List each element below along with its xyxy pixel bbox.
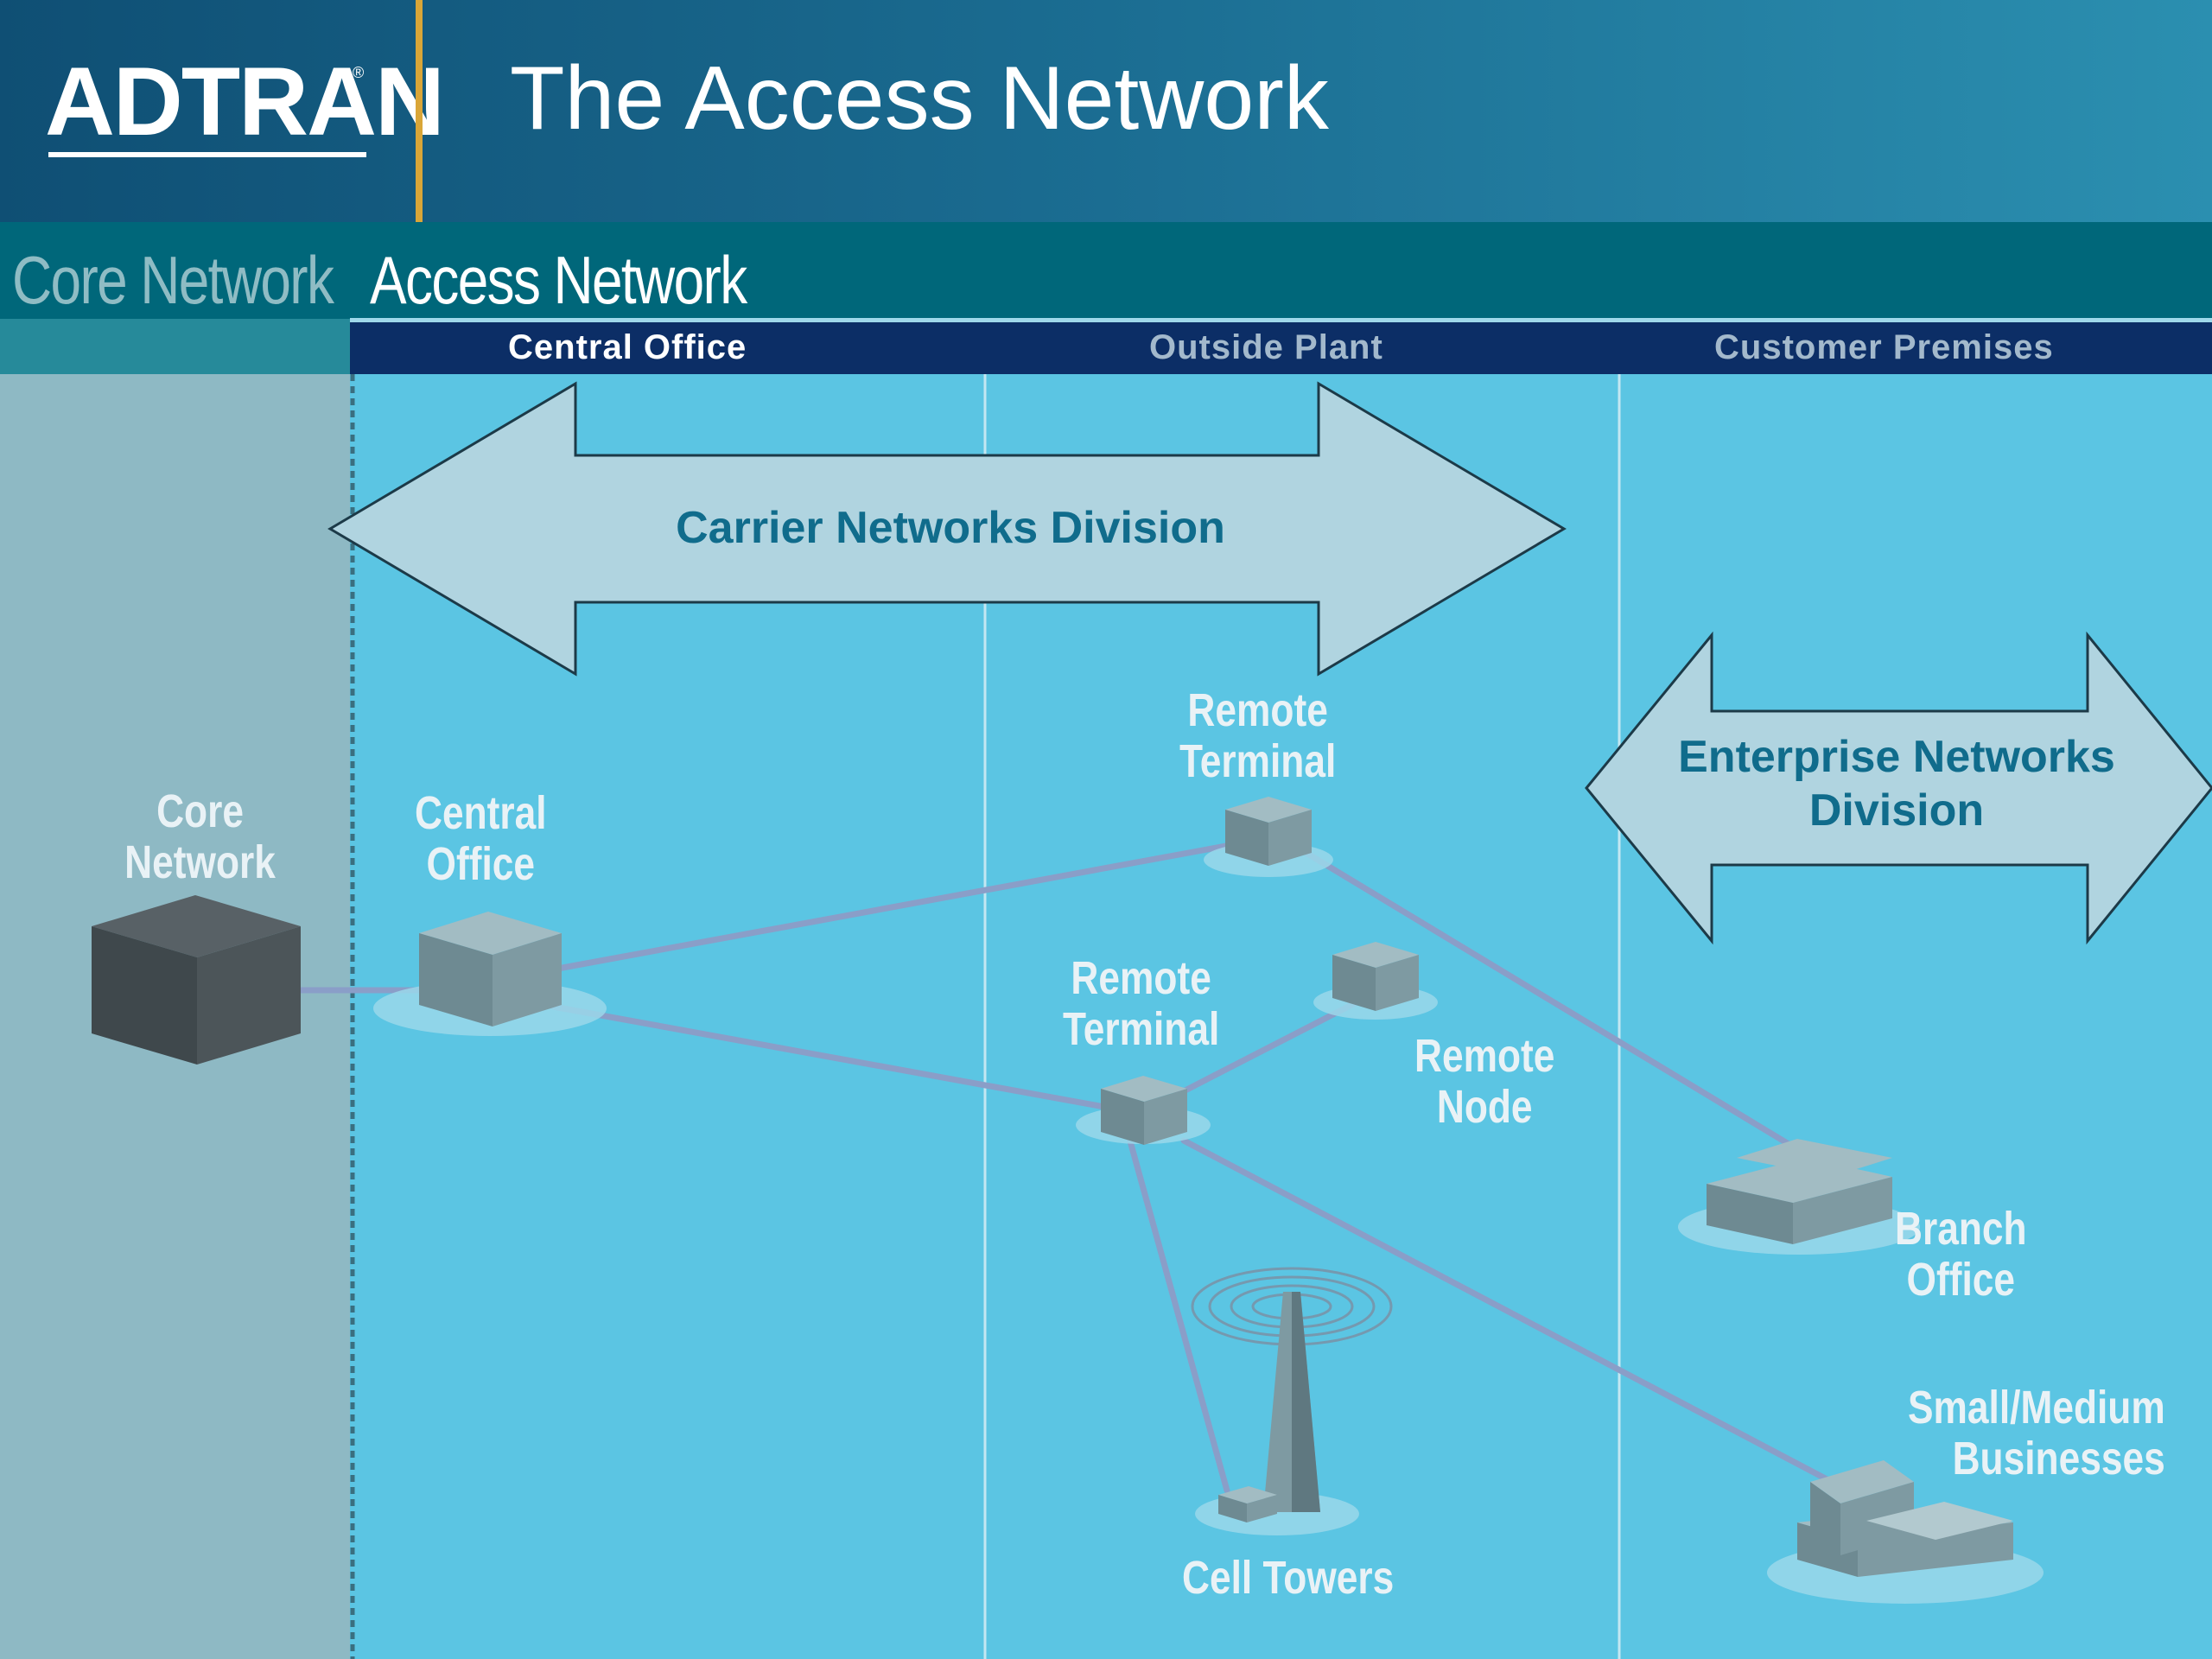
band-underline <box>350 318 2212 322</box>
core-zone-bar <box>0 319 350 374</box>
link-rt-mid-cell <box>1124 1128 1230 1494</box>
smb-buildings <box>1797 1460 2013 1577</box>
link-rt-mid-rn <box>1172 999 1360 1099</box>
label-central-office-line2: Office <box>426 838 536 891</box>
logo-underline <box>48 152 366 157</box>
label-remote-terminal-top: Remote Terminal <box>1179 684 1337 788</box>
enterprise-label-line1: Enterprise Networks <box>1678 732 2115 782</box>
carrier-networks-division-label: Carrier Networks Division <box>676 503 1225 553</box>
remote-terminal-mid-cube <box>1101 1076 1187 1145</box>
header-divider <box>416 0 423 222</box>
zone-header-bar <box>350 322 2212 374</box>
label-remote-terminal-mid: Remote Terminal <box>1063 952 1220 1056</box>
label-core-network-line2: Network <box>124 836 276 889</box>
label-cell-towers: Cell Towers <box>1182 1552 1395 1604</box>
label-remote-node: Remote Node <box>1414 1030 1555 1134</box>
adtran-logo: ADTRAN <box>45 48 445 156</box>
label-branch-office: Branch Office <box>1895 1203 2027 1306</box>
label-central-office: Central Office <box>415 787 547 891</box>
label-branch-office-line1: Branch <box>1895 1203 2027 1255</box>
label-remote-node-line1: Remote <box>1414 1030 1555 1082</box>
header-bar <box>0 0 2212 222</box>
label-branch-office-line2: Office <box>1906 1254 2016 1306</box>
label-smb-line2: Businesses <box>1952 1433 2165 1485</box>
enterprise-label-line2: Division <box>1808 785 1985 836</box>
label-cell-towers-line1: Cell Towers <box>1182 1552 1395 1604</box>
zone-central-office: Central Office <box>508 328 747 366</box>
label-rt-mid-line1: Remote <box>1071 952 1211 1004</box>
label-core-network-line1: Core <box>156 785 244 837</box>
enterprise-networks-division-label: Enterprise Networks Division <box>1633 730 2160 838</box>
label-smb: Small/Medium Businesses <box>1908 1382 2165 1485</box>
link-rt-top-branch <box>1293 843 1801 1153</box>
cell-tower-icon <box>1191 1267 1393 1522</box>
band-access-network-label: Access Network <box>370 242 747 318</box>
carrier-double-arrow <box>327 381 1567 677</box>
core-network-cube <box>92 895 301 1065</box>
remote-node-cube <box>1332 942 1419 1011</box>
link-co-rt-top <box>550 841 1239 973</box>
label-remote-node-line2: Node <box>1436 1081 1533 1134</box>
label-rt-top-line2: Terminal <box>1179 735 1337 788</box>
central-office-cube <box>419 912 562 1027</box>
enterprise-double-arrow <box>1585 631 2212 945</box>
label-smb-line1: Small/Medium <box>1908 1382 2165 1433</box>
link-rt-mid-smb <box>1180 1137 1835 1485</box>
zone-outside-plant: Outside Plant <box>1149 328 1383 366</box>
label-core-network: Core Network <box>124 785 276 889</box>
label-rt-top-line1: Remote <box>1187 684 1328 736</box>
zone-customer-premises: Customer Premises <box>1714 328 2054 366</box>
remote-terminal-top-cube <box>1225 797 1312 866</box>
band-core-network-label: Core Network <box>12 242 334 318</box>
link-co-rt-mid <box>550 1003 1127 1114</box>
branch-office-building <box>1707 1139 1892 1244</box>
label-central-office-line1: Central <box>415 787 547 839</box>
registered-mark-icon: ® <box>353 64 365 81</box>
page-title: The Access Network <box>510 48 1329 149</box>
label-rt-mid-line2: Terminal <box>1063 1003 1220 1056</box>
network-band <box>0 222 2212 319</box>
